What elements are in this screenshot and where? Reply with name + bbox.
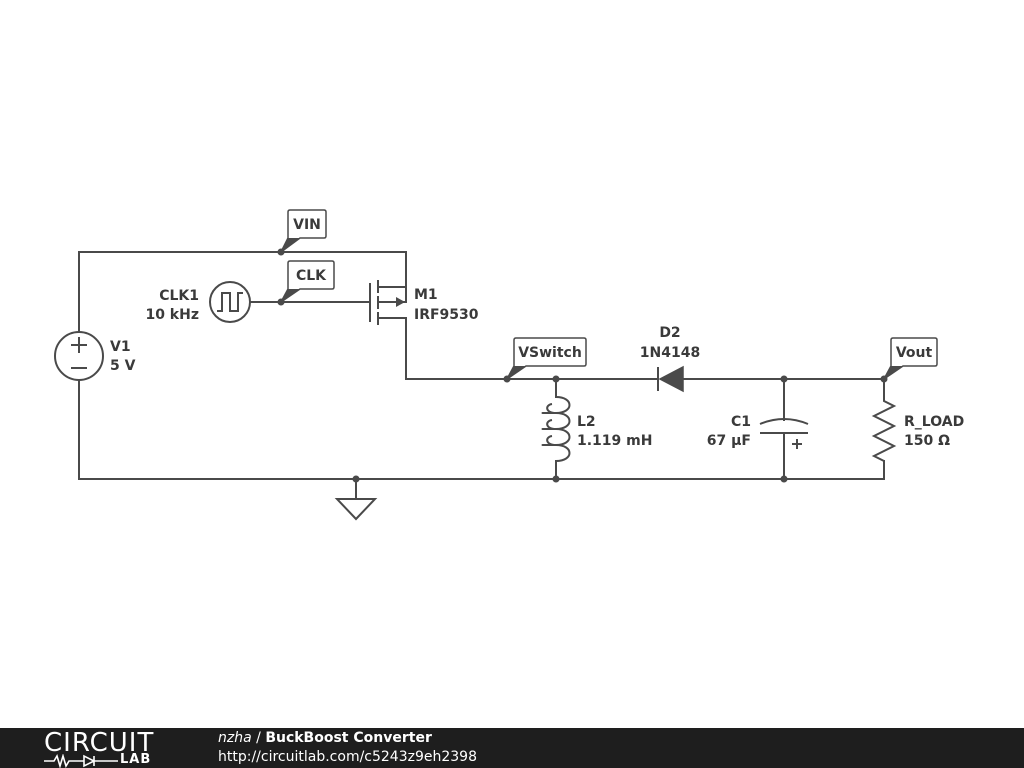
voltage-source-v1[interactable]: V1 5 V (54, 331, 136, 381)
net-tag-vswitch-label: VSwitch (518, 345, 582, 361)
net-tag-vout-label: Vout (896, 345, 933, 361)
net-tag-clk[interactable]: CLK (280, 260, 335, 303)
c1-name-label: C1 (731, 414, 751, 430)
net-tag-vin-label: VIN (293, 217, 321, 233)
ground-icon (334, 498, 378, 521)
schematic-canvas: V1 5 V CLK1 10 kHz M1 IRF9530 D2 1N4148 … (54, 209, 964, 521)
inductor-l2[interactable]: L2 1.119 mH (541, 396, 653, 462)
square-wave-source-icon (209, 281, 251, 323)
ground-symbol[interactable] (334, 498, 378, 521)
net-tag-pointer (281, 289, 300, 302)
junction-l2-top (552, 375, 560, 383)
d2-value-label: 1N4148 (640, 345, 700, 361)
inductor-loop-icon (546, 403, 557, 446)
circuitlab-logo[interactable]: CIRCUIT (44, 728, 155, 758)
m1-value-label: IRF9530 (414, 307, 479, 323)
diode-d2[interactable]: D2 1N4148 (640, 325, 700, 393)
junction-ground (352, 475, 360, 483)
mosfet-source-lead (378, 287, 407, 303)
author-link[interactable]: nzha (218, 730, 252, 746)
v1-value-label: 5 V (110, 358, 136, 374)
plus-sign-icon (71, 337, 87, 353)
rload-value-label: 150 Ω (904, 433, 950, 449)
net-tag-vswitch[interactable]: VSwitch (506, 337, 587, 380)
title-separator: / (251, 730, 266, 746)
junction-l2-bottom (552, 475, 560, 483)
net-tag-vout[interactable]: Vout (883, 337, 938, 380)
footer-bar: CIRCUIT LAB nzha / BuckBoost Converter h… (0, 728, 1024, 768)
voltage-source-icon (54, 331, 104, 381)
diode-triangle-icon (658, 365, 684, 393)
circuit-url-link[interactable]: http://circuitlab.com/c5243z9eh2398 (218, 749, 477, 765)
rload-name-label: R_LOAD (904, 414, 964, 430)
junction-c1-bottom (780, 475, 788, 483)
square-wave-icon (217, 292, 243, 312)
m1-name-label: M1 (414, 287, 438, 303)
net-tag-vin[interactable]: VIN (280, 209, 327, 253)
author-title-line: nzha / BuckBoost Converter (218, 730, 432, 746)
resistor-rload[interactable]: R_LOAD 150 Ω (871, 397, 964, 462)
resistor-zigzag-icon (871, 397, 897, 462)
clk1-value-label: 10 kHz (145, 307, 199, 323)
capacitor-plus-icon (792, 439, 802, 449)
d2-name-label: D2 (659, 325, 680, 341)
logo-waveform-icon (44, 754, 118, 768)
net-tag-clk-label: CLK (296, 268, 327, 284)
clock-source-clk1[interactable]: CLK1 10 kHz (145, 281, 251, 323)
circuitlab-logo-sub: LAB (120, 752, 152, 767)
clk1-name-label: CLK1 (159, 288, 199, 304)
circuit-title[interactable]: BuckBoost Converter (265, 730, 432, 746)
l2-value-label: 1.119 mH (577, 433, 652, 449)
v1-name-label: V1 (110, 339, 131, 355)
mosfet-m1[interactable]: M1 IRF9530 (369, 280, 479, 325)
net-tag-flag (506, 337, 587, 380)
capacitor-c1[interactable]: C1 67 µF (707, 414, 809, 449)
wires (78, 251, 885, 500)
mosfet-arrow-icon (396, 297, 405, 307)
net-tag-pointer (884, 366, 903, 379)
junction-c1-top (780, 375, 788, 383)
net-tag-pointer (507, 366, 526, 379)
net-tag-pointer (281, 238, 300, 252)
wire-vin (78, 251, 407, 288)
wire-vswitch (405, 317, 653, 380)
c1-value-label: 67 µF (707, 433, 751, 449)
capacitor-curved-plate (759, 418, 809, 425)
l2-name-label: L2 (577, 414, 596, 430)
